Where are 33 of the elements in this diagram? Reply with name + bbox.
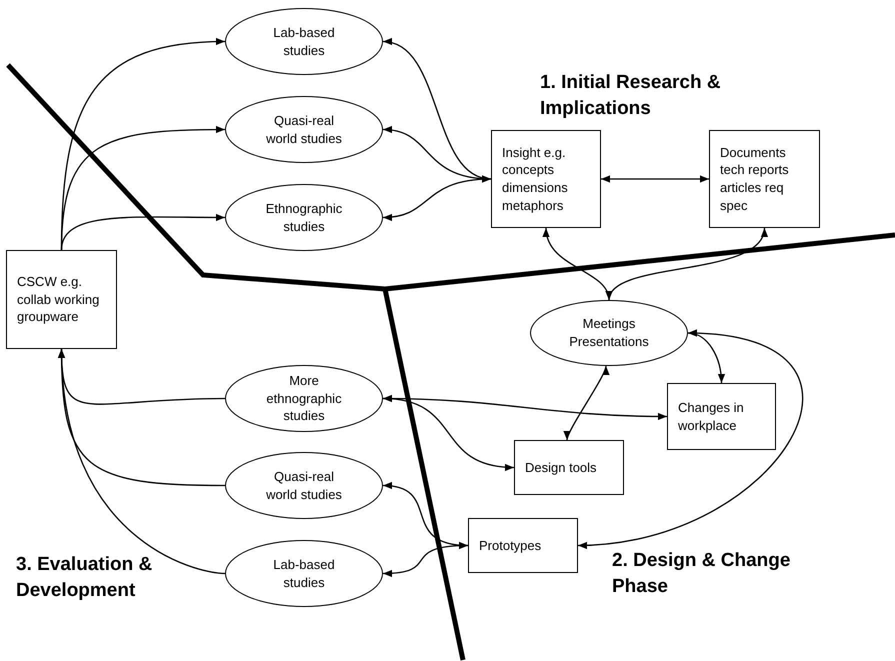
node-text: Prototypes xyxy=(479,536,542,554)
node-text: Insight e.g. concepts dimensions metaphors xyxy=(502,144,569,214)
arrow xyxy=(382,40,492,181)
arrow xyxy=(382,176,492,220)
arrow xyxy=(608,228,766,300)
node-text: Documents tech reports articles req spec xyxy=(720,144,790,214)
node-text: Lab-based studies xyxy=(272,24,336,60)
node-text: Quasi-real world studies xyxy=(265,468,343,504)
box-node xyxy=(709,130,820,228)
node-text: Quasi-real world studies xyxy=(265,112,343,148)
box-node xyxy=(667,383,776,450)
node-text: Changes in workplace xyxy=(678,398,745,434)
box-node xyxy=(6,250,117,349)
box-node xyxy=(514,440,624,495)
node-text: Meetings Presentations xyxy=(568,315,650,351)
section-title: 2. Design & Change Phase xyxy=(612,549,792,599)
node-text: Ethnographic studies xyxy=(264,200,344,236)
node-text: Design tools xyxy=(525,458,598,476)
section-title: 1. Initial Research & Implications xyxy=(540,71,722,121)
section-title: 3. Evaluation & Development xyxy=(16,553,154,603)
arrow xyxy=(60,214,225,250)
arrow xyxy=(382,396,514,470)
arrow xyxy=(578,330,802,548)
arrow xyxy=(58,348,226,574)
node-text: CSCW e.g. collab working groupware xyxy=(17,273,100,326)
arrow xyxy=(601,175,709,183)
box-node xyxy=(468,518,578,573)
node-text: Lab-based studies xyxy=(272,556,336,592)
arrow xyxy=(382,542,468,577)
arrow xyxy=(566,366,608,440)
box-node xyxy=(491,130,601,228)
arrow xyxy=(544,228,611,300)
node-text: More ethnographic studies xyxy=(265,372,343,425)
